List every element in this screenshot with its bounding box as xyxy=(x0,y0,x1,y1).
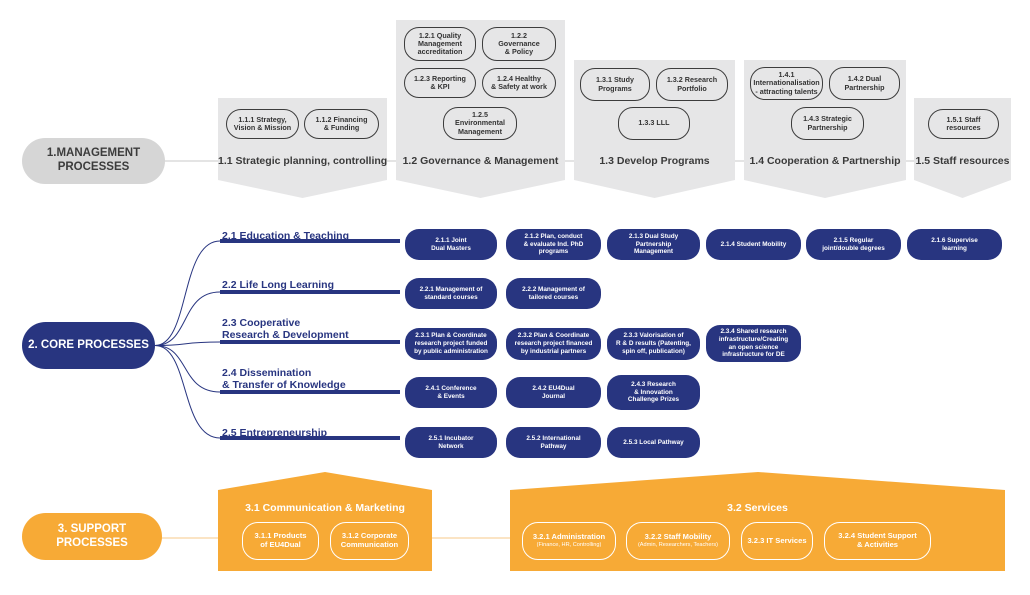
core-category-4-bar xyxy=(220,390,400,394)
management-processes-label[interactable]: 1.MANAGEMENT PROCESSES xyxy=(22,138,165,184)
core-connector-2 xyxy=(154,291,221,346)
core-category-3-bar xyxy=(220,340,400,344)
core-item-4-3[interactable]: 2.4.3 Research & Innovation Challenge Pr… xyxy=(607,375,700,410)
core-category-5-title: 2.5 Entrepreneurship xyxy=(222,427,328,439)
support-item-1-2[interactable]: 3.1.2 Corporate Communication xyxy=(330,522,409,560)
management-item-2-2[interactable]: 1.2.2 Governance & Policy xyxy=(482,27,556,61)
management-item-5-1[interactable]: 1.5.1 Staff resources xyxy=(928,109,999,139)
support-item-2-1[interactable]: 3.2.1 Administration(Finance, HR, Contro… xyxy=(522,522,616,560)
support-item-sublabel: (Admin, Researchers, Teachers) xyxy=(637,542,719,549)
core-item-2-2[interactable]: 2.2.2 Management of tailored courses xyxy=(506,278,601,309)
support-item-2-2[interactable]: 3.2.2 Staff Mobility(Admin, Researchers,… xyxy=(626,522,730,560)
core-connector-3 xyxy=(154,341,221,346)
core-item-1-4[interactable]: 2.1.4 Student Mobility xyxy=(706,229,801,260)
core-item-3-2[interactable]: 2.3.2 Plan & Coordinate research project… xyxy=(506,328,601,360)
core-item-1-5[interactable]: 2.1.5 Regular joint/double degrees xyxy=(806,229,901,260)
management-item-4-2[interactable]: 1.4.2 Dual Partnership xyxy=(829,67,900,100)
core-category-1-bar xyxy=(220,239,400,243)
management-group-5-title: 1.5 Staff resources xyxy=(915,155,1010,167)
core-item-1-2[interactable]: 2.1.2 Plan, conduct & evaluate Ind. PhD … xyxy=(506,229,601,260)
management-group-2-title: 1.2 Governance & Management xyxy=(402,155,559,167)
core-item-5-2[interactable]: 2.5.2 International Pathway xyxy=(506,427,601,458)
management-item-2-4[interactable]: 1.2.4 Healthy & Safety at work xyxy=(482,68,556,98)
management-item-2-1[interactable]: 1.2.1 Quality Management accreditation xyxy=(404,27,476,61)
core-item-4-2[interactable]: 2.4.2 EU4Dual Journal xyxy=(506,377,601,408)
management-item-3-2[interactable]: 1.3.2 Research Portfolio xyxy=(656,68,728,101)
core-item-3-3[interactable]: 2.3.3 Valorisation of R & D results (Pat… xyxy=(607,328,700,360)
support-item-label: 3.2.3 IT Services xyxy=(747,535,807,545)
core-category-2-title: 2.2 Life Long Learning xyxy=(222,279,335,291)
core-connector-1 xyxy=(154,240,221,346)
management-group-1-title: 1.1 Strategic planning, controlling xyxy=(218,155,388,167)
support-item-label: 3.1.2 Corporate Communication xyxy=(340,531,399,549)
core-item-1-3[interactable]: 2.1.3 Dual Study Partnership Management xyxy=(607,229,700,260)
core-processes-label[interactable]: 2. CORE PROCESSES xyxy=(22,322,155,369)
management-item-3-3[interactable]: 1.3.3 LLL xyxy=(618,107,690,140)
core-category-1-title: 2.1 Education & Teaching xyxy=(222,230,349,242)
core-category-2-bar xyxy=(220,290,400,294)
core-item-1-1[interactable]: 2.1.1 Joint Dual Masters xyxy=(405,229,497,260)
core-item-1-6[interactable]: 2.1.6 Supervise learning xyxy=(907,229,1002,260)
core-item-4-1[interactable]: 2.4.1 Conference & Events xyxy=(405,377,497,408)
management-item-4-1[interactable]: 1.4.1 Internationalisation - attracting … xyxy=(750,67,823,100)
support-item-1-1[interactable]: 3.1.1 Products of EU4Dual xyxy=(242,522,319,560)
core-item-2-1[interactable]: 2.2.1 Management of standard courses xyxy=(405,278,497,309)
management-item-1-2[interactable]: 1.1.2 Financing & Funding xyxy=(304,109,379,139)
core-connector-5 xyxy=(154,345,221,439)
support-item-2-4[interactable]: 3.2.4 Student Support & Activities xyxy=(824,522,931,560)
support-group-2-title: 3.2 Services xyxy=(727,502,788,514)
support-item-sublabel: (Finance, HR, Controlling) xyxy=(536,542,602,549)
core-item-3-1[interactable]: 2.3.1 Plan & Coordinate research project… xyxy=(405,328,497,360)
management-group-4-title: 1.4 Cooperation & Partnership xyxy=(749,155,901,167)
support-item-label: 3.2.4 Student Support & Activities xyxy=(838,531,917,549)
core-item-5-3[interactable]: 2.5.3 Local Pathway xyxy=(607,427,700,458)
management-group-3-title: 1.3 Develop Programs xyxy=(599,155,710,167)
management-item-3-1[interactable]: 1.3.1 Study Programs xyxy=(580,68,650,101)
support-processes-label[interactable]: 3. SUPPORT PROCESSES xyxy=(22,513,162,560)
support-group-1-title: 3.1 Communication & Marketing xyxy=(245,502,405,514)
support-group-1-box xyxy=(218,472,432,571)
support-item-2-3[interactable]: 3.2.3 IT Services xyxy=(741,522,813,560)
management-item-4-3[interactable]: 1.4.3 Strategic Partnership xyxy=(791,107,864,140)
core-connector-4 xyxy=(154,345,221,393)
support-item-label: 3.2.2 Staff Mobility xyxy=(644,532,712,542)
core-category-5-bar xyxy=(220,436,400,440)
management-item-2-5[interactable]: 1.2.5 Environmental Management xyxy=(443,107,517,140)
management-item-2-3[interactable]: 1.2.3 Reporting & KPI xyxy=(404,68,476,98)
support-item-label: 3.1.1 Products of EU4Dual xyxy=(254,531,307,549)
core-category-4-title: 2.4 Dissemination & Transfer of Knowledg… xyxy=(222,367,346,391)
support-item-label: 3.2.1 Administration xyxy=(532,532,606,542)
core-category-3-title: 2.3 Cooperative Research & Development xyxy=(222,317,349,341)
management-item-1-1[interactable]: 1.1.1 Strategy, Vision & Mission xyxy=(226,109,299,139)
core-item-3-4[interactable]: 2.3.4 Shared research infrastructure/Cre… xyxy=(706,325,801,362)
core-item-5-1[interactable]: 2.5.1 Incubator Network xyxy=(405,427,497,458)
